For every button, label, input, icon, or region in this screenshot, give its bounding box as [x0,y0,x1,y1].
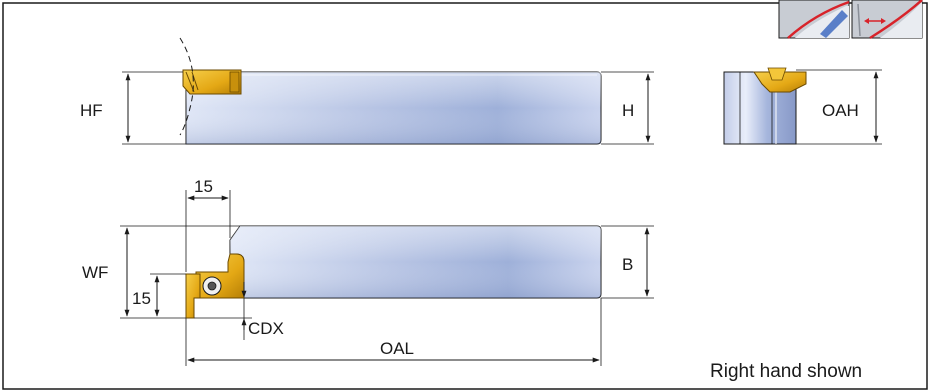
h-label: H [622,101,634,120]
tool-orientation-icon-left [778,0,850,39]
top-view-shank [229,225,602,299]
side-view-insert [182,69,242,95]
tool-orientation-icon-right [851,0,923,40]
b-label: B [622,255,633,274]
right-hand-shown-note: Right hand shown [710,361,862,382]
top-view-head [185,253,245,319]
fifteen-top-label: 15 [194,177,213,196]
fifteen-side-label: 15 [132,289,151,308]
oal-label: OAL [380,339,414,358]
hf-label: HF [80,101,103,120]
rotation-arc [179,37,194,136]
cdx-label: CDX [248,319,284,338]
end-view-insert [753,67,807,93]
oah-label: OAH [822,101,859,120]
side-view-shank [185,71,602,145]
wf-label: WF [82,263,108,282]
